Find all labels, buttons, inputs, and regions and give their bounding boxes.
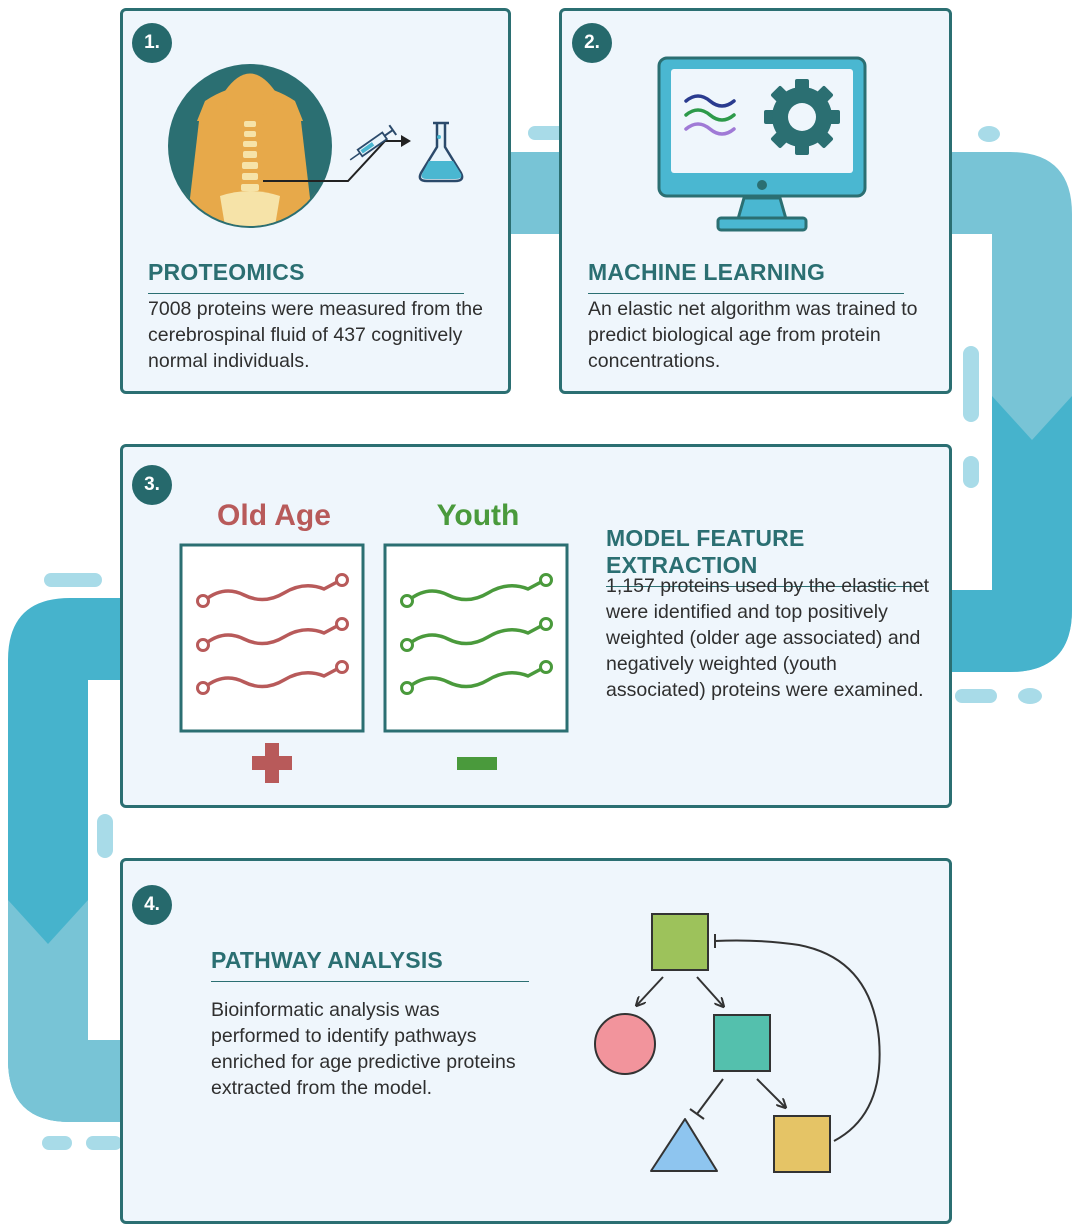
step-1-number-badge: 1. (132, 23, 172, 63)
step-2-panel: 2. MACHINE LEARNING An elastic net alg (559, 8, 952, 394)
step-4-panel: 4. PATHWAY ANALYSIS Bioinformatic analys… (120, 858, 952, 1224)
step-3-heading: MODEL FEATURE EXTRACTION (606, 525, 924, 587)
old-age-protein-box (179, 543, 365, 733)
flask-icon (418, 121, 464, 183)
step-2-number-badge: 2. (572, 23, 612, 63)
connector-3-4 (8, 598, 120, 1122)
computer-monitor-icon (657, 56, 867, 232)
step-1-description: 7008 proteins were measured from the cer… (148, 298, 483, 372)
step-1-panel: 1. (120, 8, 511, 394)
step-3-number-badge: 3. (132, 465, 172, 505)
youth-label: Youth (436, 499, 520, 532)
step-4-heading: PATHWAY ANALYSIS (211, 947, 529, 982)
step-1-heading: PROTEOMICS (148, 259, 464, 294)
decorative-dashes (42, 126, 1042, 1150)
minus-icon (457, 757, 497, 770)
pathway-network-icon (594, 913, 881, 1173)
youth-protein-box (383, 543, 569, 733)
old-age-label: Old Age (217, 499, 331, 532)
connector-2-3 (950, 152, 1072, 672)
spine-icon (168, 64, 464, 228)
step-3-panel: 3. Old Age Youth MODE (120, 444, 952, 808)
step-4-description: Bioinformatic analysis was performed to … (211, 999, 516, 1099)
step-2-description: An elastic net algorithm was trained to … (588, 298, 918, 372)
plus-icon (252, 743, 292, 783)
step-2-heading: MACHINE LEARNING (588, 259, 904, 294)
step-4-number-badge: 4. (132, 885, 172, 925)
syringe-icon (349, 124, 398, 161)
connector-1-2 (505, 152, 567, 234)
gear-icon (764, 79, 840, 155)
step-3-description: 1,157 proteins used by the elastic net w… (606, 575, 930, 701)
